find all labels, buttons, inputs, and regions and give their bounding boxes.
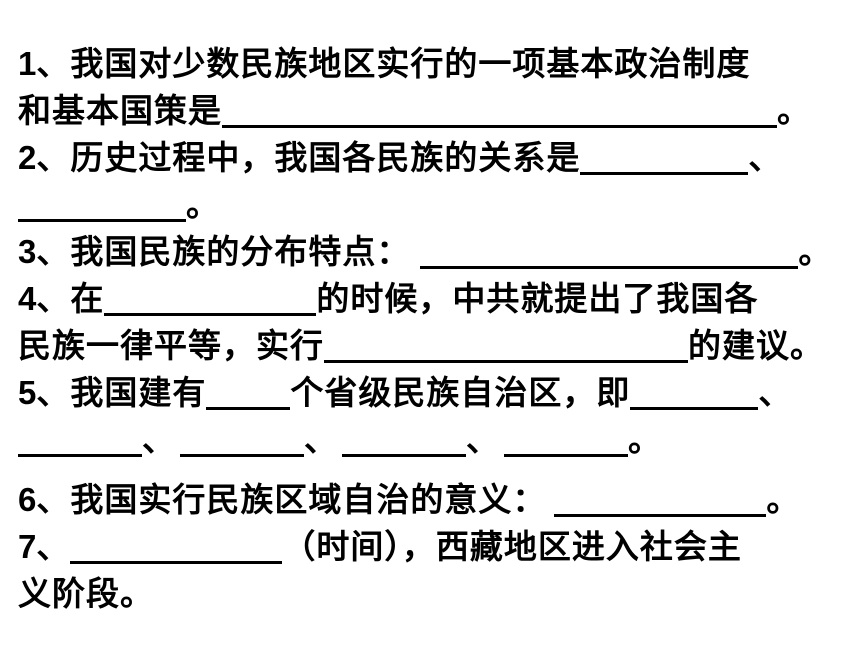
question-1-line-1: 1、我国对少数民族地区实行的一项基本政治制度 [18,40,848,87]
question-1-number: 1 [18,45,37,82]
worksheet: 1、我国对少数民族地区实行的一项基本政治制度 和基本国策是。 2、历史过程中，我… [18,40,848,617]
question-4-blank-2[interactable] [324,326,688,363]
question-1-blank[interactable] [222,91,777,128]
question-1-line-2: 和基本国策是 。 [18,87,848,134]
question-6-number: 6 [18,481,37,518]
question-2-line-1: 2、历史过程中，我国各民族的关系是 、 [18,134,848,181]
question-5-pre: 、我国建有 [36,373,207,412]
question-6-end: 。 [766,480,801,519]
question-5-separator-1: 、 [758,373,793,412]
question-6-blank[interactable] [554,480,767,517]
question-4-line-2: 民族一律平等，实行 的建议。 [18,322,848,369]
question-4-pre: 、在 [36,279,105,318]
question-7-blank[interactable] [70,527,283,564]
question-4-text-2: 民族一律平等，实行 [18,326,324,365]
question-5-blank-3[interactable] [180,420,304,457]
question-5-blank-4[interactable] [342,420,466,457]
question-3-line: 3、我国民族的分布特点： 。 [18,228,848,275]
question-7-number: 7 [18,528,37,565]
question-7-line-1: 7、 （时间），西藏地区进入社会主 [18,523,848,570]
question-5-blank-count[interactable] [206,373,291,410]
question-4-end: 的建议。 [688,326,824,365]
question-1-end: 。 [777,91,811,130]
question-3-end: 。 [798,232,833,271]
question-3-text: 、我国民族的分布特点： [36,232,411,271]
question-5-separator-3: 、 [304,420,338,459]
question-5-blank-1[interactable] [630,373,759,410]
question-3-number: 3 [18,233,37,270]
question-5-mid: 个省级民族自治区，即 [290,373,631,412]
question-5-line-2: 、 、 、 。 [18,416,848,476]
question-5-blank-5[interactable] [504,420,628,457]
question-6-line: 6、我国实行民族区域自治的意义： 。 [18,476,848,523]
question-7-line-2: 义阶段。 [18,570,848,617]
question-2-line-2: 。 [18,181,848,228]
question-4-blank-1[interactable] [104,279,317,316]
question-5-end: 。 [628,420,662,459]
question-1-text: 、我国对少数民族地区实行的一项基本政治制度 [36,44,751,83]
question-4-number: 4 [18,280,37,317]
question-2-text: 、历史过程中，我国各民族的关系是 [36,138,581,177]
question-4-line-1: 4、在 的时候，中共就提出了我国各 [18,275,848,322]
question-7-text-2: 义阶段。 [18,574,154,613]
question-5-number: 5 [18,374,37,411]
question-4-mid: 的时候，中共就提出了我国各 [316,279,759,318]
question-5-separator-2: 、 [142,420,176,459]
question-5-line-1: 5、我国建有 个省级民族自治区，即 、 [18,369,848,416]
question-2-number: 2 [18,139,37,176]
question-2-blank-2[interactable] [18,185,186,222]
question-5-blank-2[interactable] [18,420,142,457]
question-6-text: 、我国实行民族区域自治的意义： [36,480,547,519]
question-5-separator-4: 、 [466,420,500,459]
question-7-pre: 、 [36,527,71,566]
question-2-blank-1[interactable] [580,138,749,175]
question-2-separator: 、 [748,138,783,177]
question-7-mid: （时间），西藏地区进入社会主 [282,527,742,566]
question-2-end: 。 [186,185,220,224]
question-1-text-2: 和基本国策是 [18,91,222,130]
question-3-blank[interactable] [420,232,799,269]
